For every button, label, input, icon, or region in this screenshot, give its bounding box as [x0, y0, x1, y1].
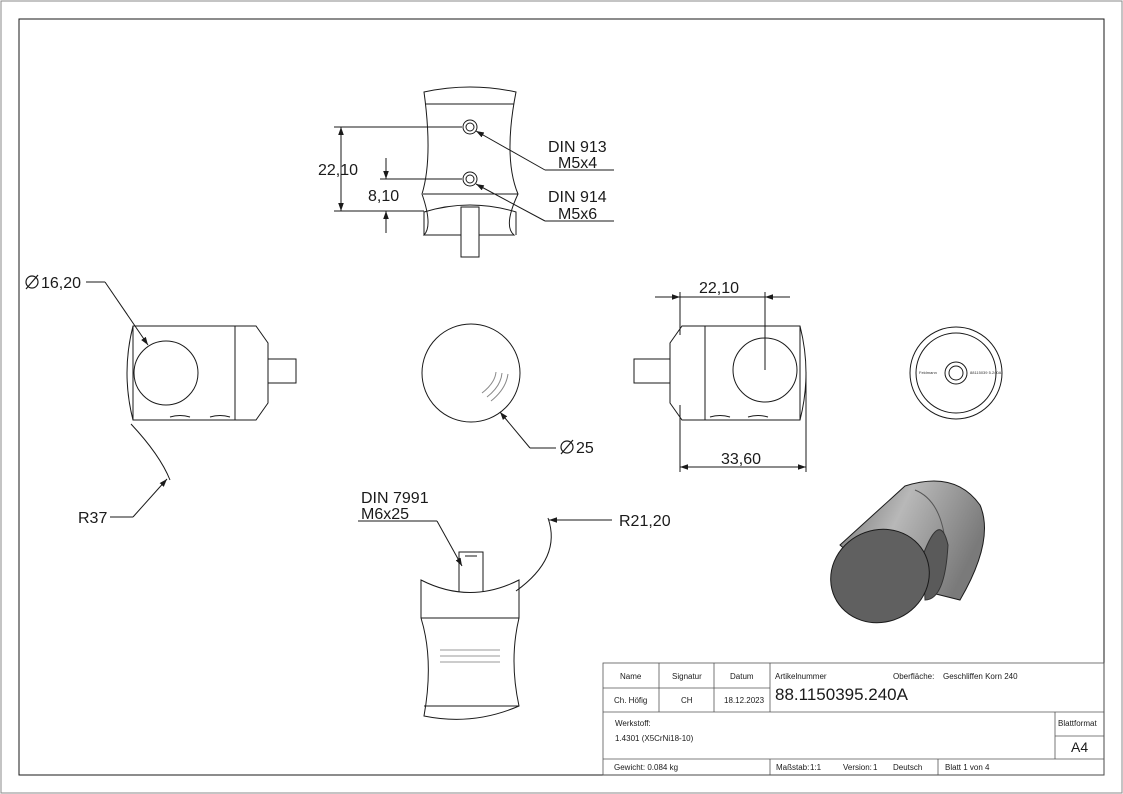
bottom-view — [420, 551, 520, 720]
right-view-bolt — [633, 358, 671, 384]
diameter-symbol-icon — [560, 440, 574, 454]
tb-scale-label: Maßstab: — [776, 763, 809, 772]
top-view-bolt — [460, 206, 480, 258]
din7991-size: M6x25 — [361, 506, 409, 523]
dim-8-10: 8,10 — [368, 188, 399, 205]
tb-sheet-format-label: Blattformat — [1058, 719, 1097, 728]
diameter-25: 25 — [560, 439, 594, 457]
tb-material-value: 1.4301 (X5CrNi18-10) — [615, 734, 694, 743]
tb-surface-value: Geschliffen Korn 240 — [943, 672, 1018, 681]
tb-article-number: 88.1150395.240A — [775, 685, 909, 704]
tb-date-header: Datum — [730, 672, 754, 681]
tb-article-label: Artikelnummer — [775, 672, 827, 681]
dim-22-10-vertical: 22,10 — [318, 162, 358, 179]
center-end-view — [421, 323, 556, 449]
diameter-symbol-icon — [25, 275, 39, 289]
left-side-view — [126, 325, 297, 421]
cross-hole-left — [133, 340, 199, 406]
dim-22-10-horizontal: 22,10 — [699, 280, 739, 297]
radius-37: R37 — [78, 510, 107, 527]
din7991-label: DIN 7991 — [361, 490, 429, 507]
isometric-view — [830, 480, 985, 624]
diameter-16-20: 16,20 — [25, 274, 81, 292]
tb-material-label: Werkstoff: — [615, 719, 651, 728]
din913-label: DIN 913 — [548, 139, 607, 156]
din913-size: M5x4 — [558, 155, 597, 172]
radius-21-20: R21,20 — [619, 513, 671, 530]
tb-language: Deutsch — [893, 763, 922, 772]
bottom-view-dimensions — [358, 517, 612, 592]
top-view-dimensions — [334, 126, 614, 233]
tb-scale-value: 1:1 — [810, 763, 822, 772]
din914-label: DIN 914 — [548, 189, 607, 206]
tb-signature-header: Signatur — [672, 672, 702, 681]
tb-date-value: 18.12.2023 — [724, 696, 765, 705]
right-side-view — [633, 325, 807, 421]
set-screw-hole-upper — [462, 119, 478, 135]
tb-sheet-format-value: A4 — [1071, 739, 1088, 755]
tb-version-label: Version: — [843, 763, 872, 772]
right-view-dimensions — [655, 292, 807, 472]
title-block: Name Signatur Datum Ch. Höfig CH 18.12.2… — [602, 662, 1105, 776]
tb-sheet-info: Blatt 1 von 4 — [945, 763, 990, 772]
top-view — [421, 86, 519, 258]
tb-version-value: 1 — [873, 763, 878, 772]
diameter-25-value: 25 — [576, 440, 594, 457]
diameter-16-20-value: 16,20 — [41, 275, 81, 292]
engraving-left: Feldmann — [919, 370, 937, 375]
tb-surface-label: Oberfläche: — [893, 672, 934, 681]
left-view-dimensions — [86, 281, 171, 518]
din914-size: M5x6 — [558, 206, 597, 223]
back-end-view — [909, 326, 1003, 420]
left-view-bolt — [267, 358, 297, 384]
set-screw-hole-lower — [462, 171, 478, 187]
dim-33-60: 33,60 — [721, 451, 761, 468]
inner-border — [18, 18, 1105, 776]
tb-signature-value: CH — [681, 696, 693, 705]
tb-name-header: Name — [620, 672, 642, 681]
tb-weight: Gewicht: 0.084 kg — [614, 763, 678, 772]
tb-name-value: Ch. Höfig — [614, 696, 647, 705]
engraving-right: 88115039 5.240A — [970, 370, 1002, 375]
